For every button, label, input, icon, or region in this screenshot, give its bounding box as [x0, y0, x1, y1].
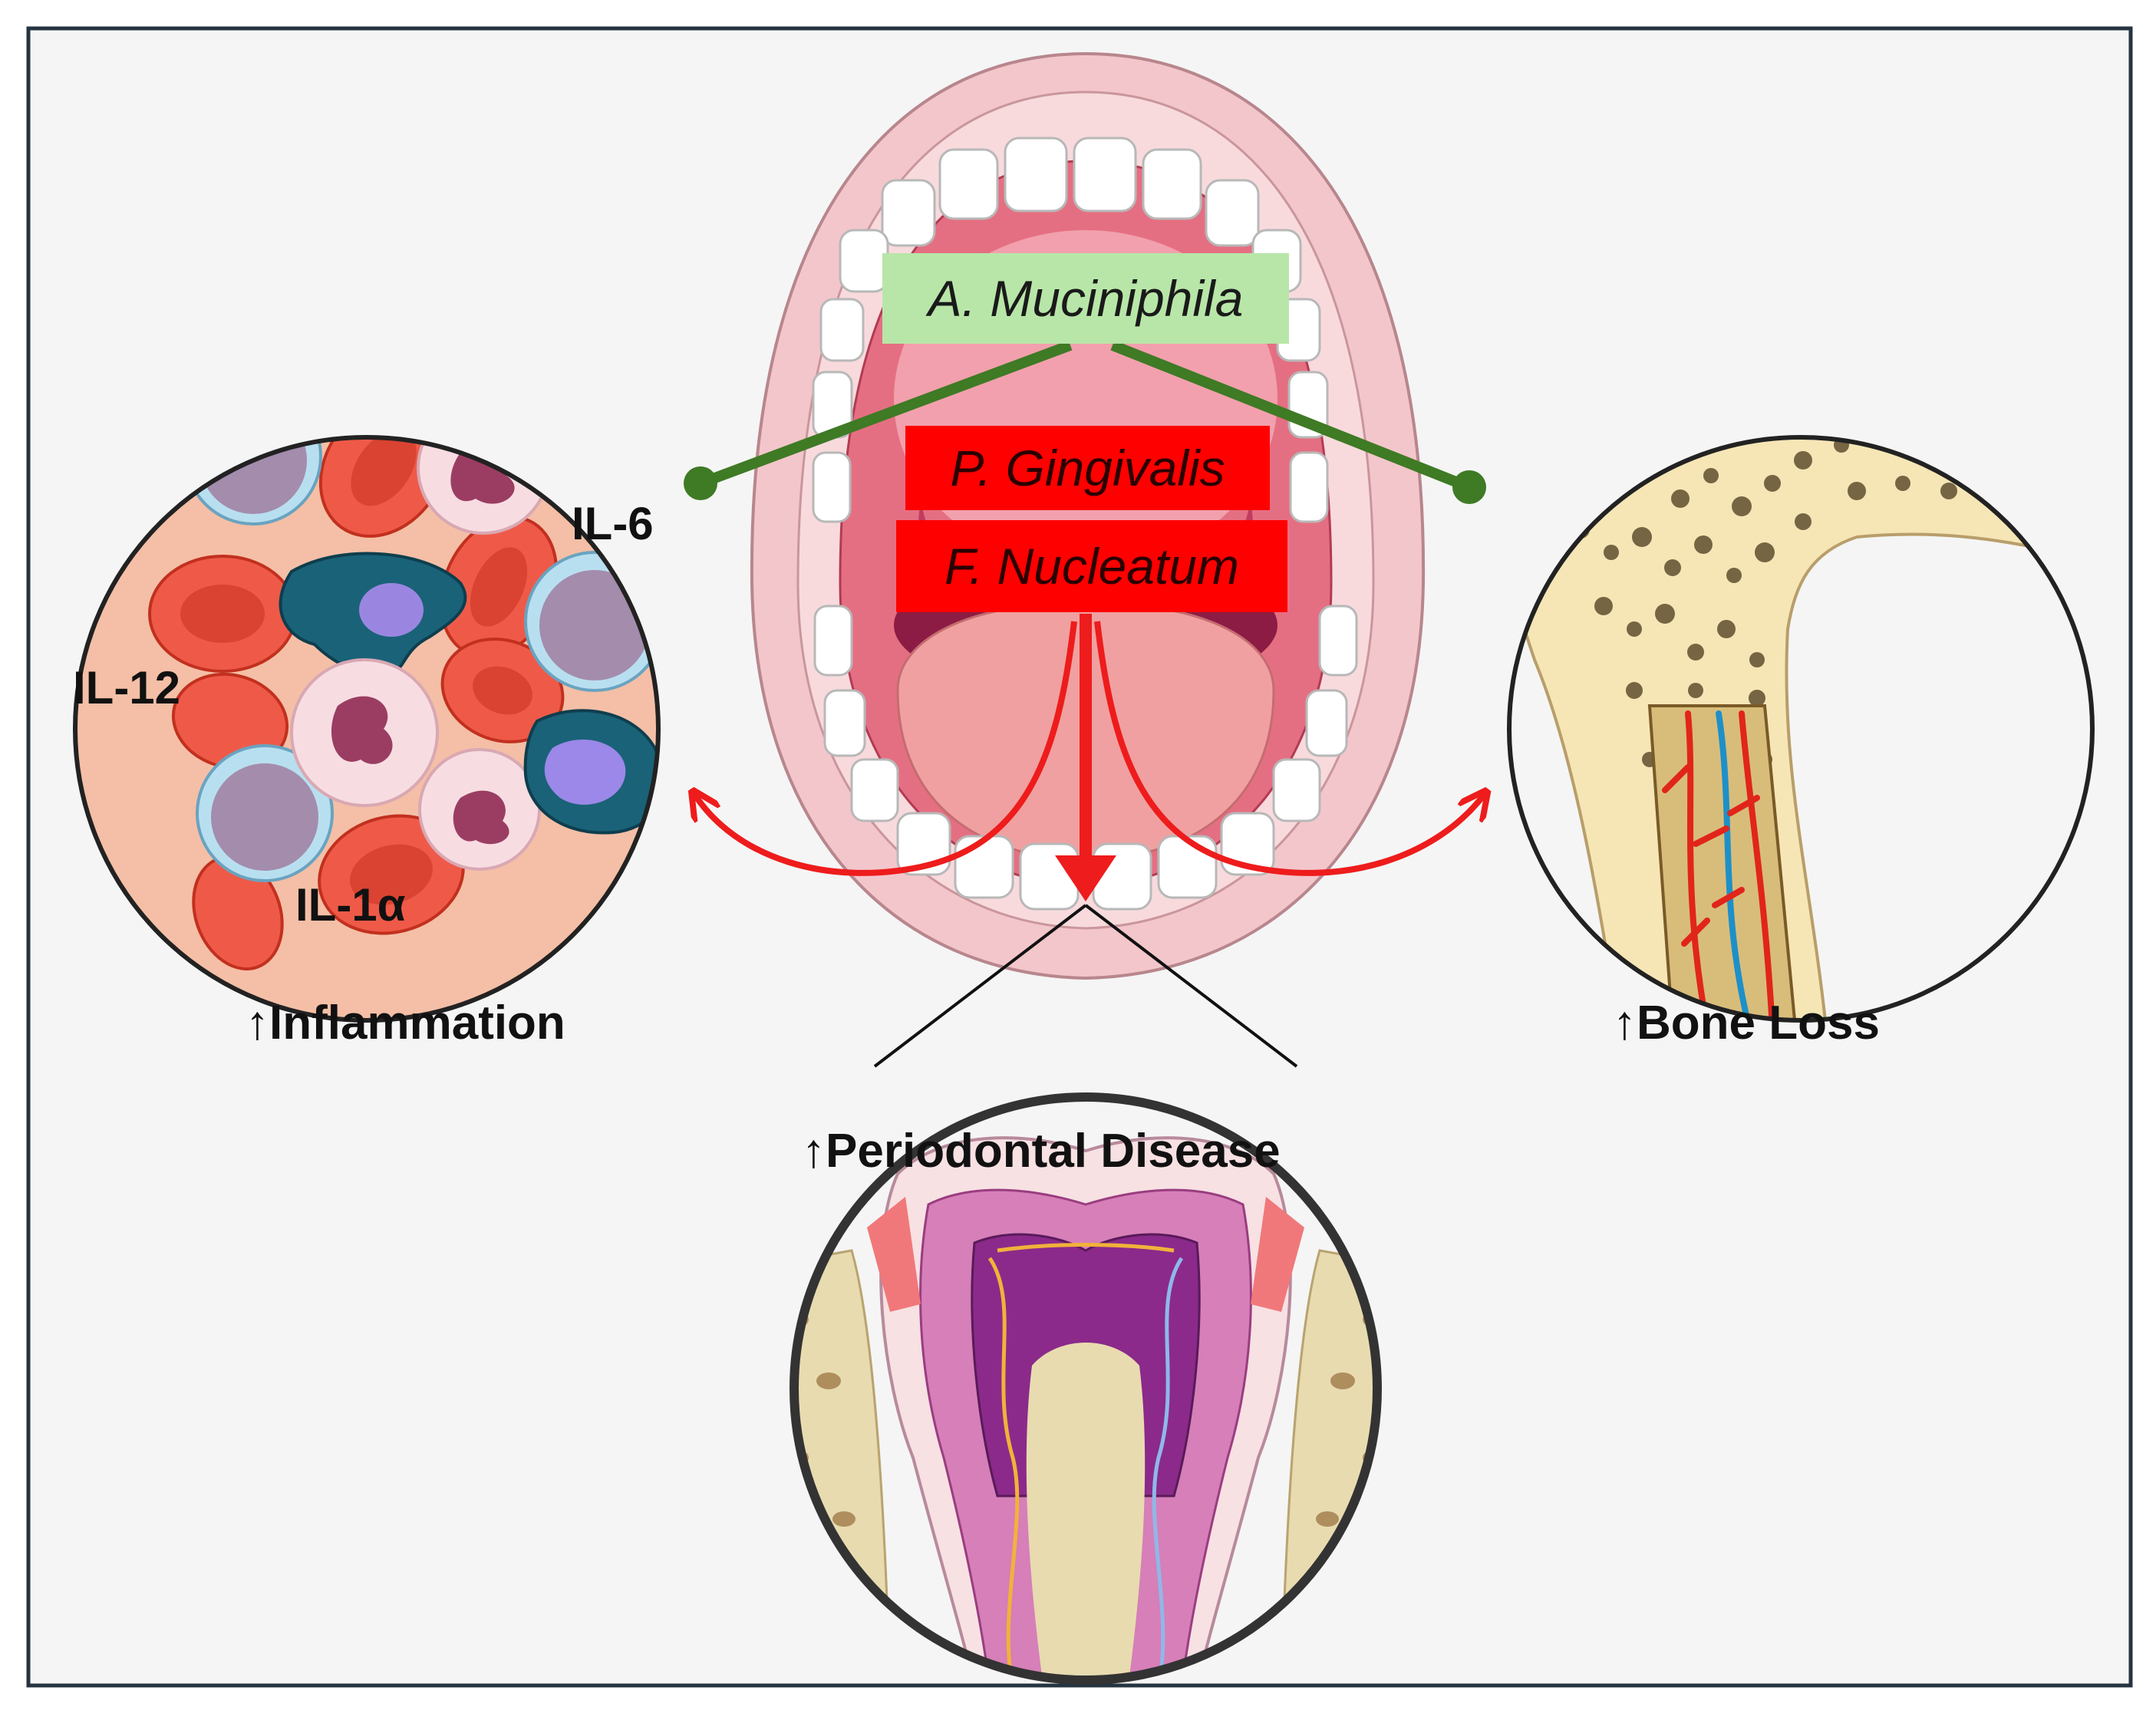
macrophage — [279, 552, 467, 677]
gingivalis-box: P. Gingivalis — [905, 426, 1270, 510]
arrow-to-periodontal-head — [1055, 855, 1116, 901]
akkermansia-box: A. Muciniphila — [882, 253, 1289, 344]
inhibit-dot-right — [1452, 470, 1486, 504]
bone-panel — [1507, 435, 2095, 1023]
bone-loss-label: ↑Bone Loss — [1613, 997, 1880, 1049]
promotion-arrows — [694, 614, 1485, 901]
zoom-line-right — [1084, 904, 1298, 1068]
cytokine-il12: IL-12 — [73, 662, 181, 713]
upper-teeth — [812, 137, 1329, 523]
arrow-to-bone-loss — [1094, 621, 1485, 876]
cytokine-il6: IL-6 — [572, 498, 654, 549]
arrow-to-inflammation — [694, 621, 1077, 876]
periodontal-disease-label: ↑Periodontal Disease — [802, 1125, 1281, 1178]
dendritic-cell — [523, 709, 658, 835]
inhibition-lines — [684, 340, 1486, 504]
nucleatum-box: F. Nucleatum — [896, 520, 1287, 612]
inflammation-panel — [73, 435, 661, 1023]
periodontal-panel — [790, 1092, 1382, 1685]
inflammation-label: ↑Inflammation — [246, 997, 565, 1049]
nucleatum-label: F. Nucleatum — [944, 538, 1239, 595]
gingivalis-label: P. Gingivalis — [950, 440, 1225, 496]
lower-teeth — [813, 605, 1358, 911]
akkermansia-label: A. Muciniphila — [928, 270, 1244, 327]
zoom-line-left — [873, 904, 1087, 1068]
blood-vessels — [1662, 710, 1775, 1020]
inhibit-dot-left — [684, 466, 717, 500]
cytokine-il1a: IL-1α — [295, 879, 406, 931]
nerves — [987, 1243, 1184, 1680]
